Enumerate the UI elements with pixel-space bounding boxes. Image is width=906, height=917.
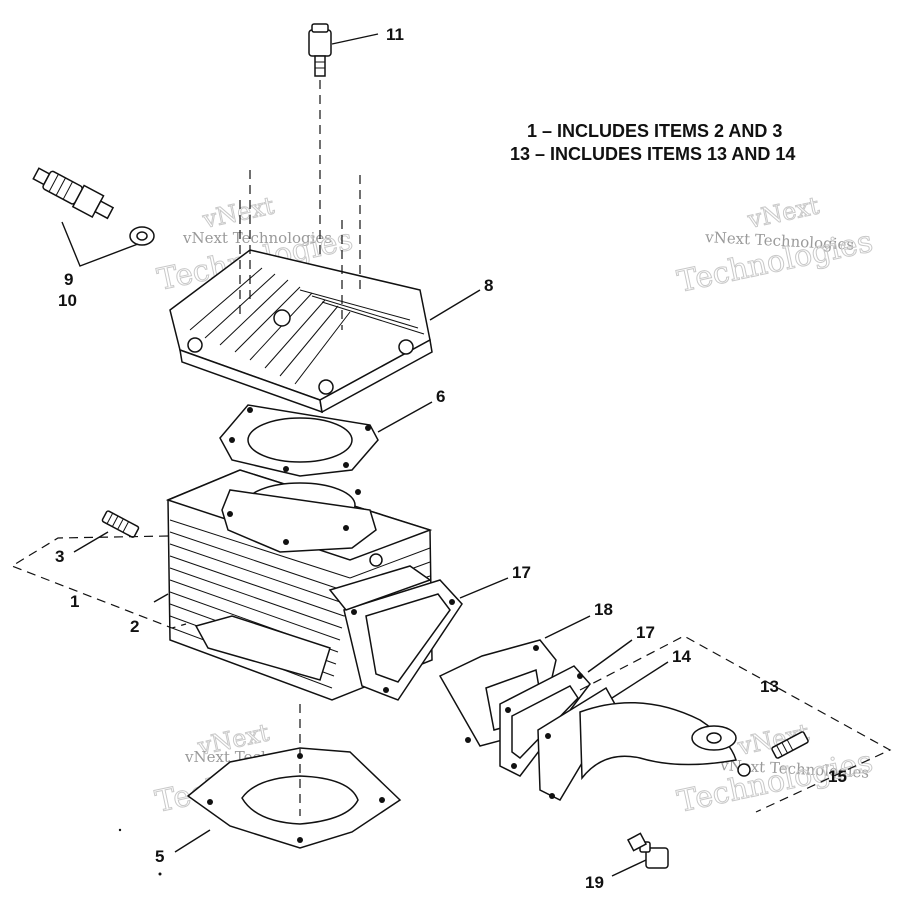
leader-17-lower: [587, 639, 633, 673]
washer-hole: [136, 231, 148, 241]
callout-19: 19: [585, 873, 604, 892]
bracket-item-13: [579, 635, 892, 813]
note-item-13: 13 – INCLUDES ITEMS 13 AND 14: [510, 144, 795, 164]
callout-9: 9: [64, 270, 73, 289]
watermark-text: vNext: [744, 191, 822, 234]
callout-14: 14: [672, 647, 691, 666]
watermark-top-right: vNext vNext Technologies Technologies: [674, 191, 876, 300]
speck: [158, 872, 162, 876]
leader-8: [429, 289, 481, 321]
part-8-cylinder-head: [169, 170, 433, 414]
callout-6: 6: [436, 387, 445, 406]
part-15-stud: [771, 731, 809, 759]
leader-5: [174, 829, 211, 853]
leader-14: [611, 661, 669, 699]
note-item-1: 1 – INCLUDES ITEMS 2 AND 3: [527, 121, 782, 141]
leader-2: [153, 593, 169, 603]
leader-9-10: [61, 221, 139, 267]
callout-13: 13: [760, 677, 779, 696]
part-6-head-gasket: [219, 404, 379, 477]
leader-3: [73, 531, 109, 553]
part-11-bolt: [308, 23, 332, 255]
callout-5: 5: [155, 847, 164, 866]
part-17-gasket-lower: [499, 665, 591, 777]
part-5-base-gasket: [186, 704, 402, 849]
callout-17-lower: 17: [636, 623, 655, 642]
callout-17-upper: 17: [512, 563, 531, 582]
part-3-stud: [101, 510, 140, 538]
leader-17-upper: [459, 577, 509, 599]
leader-18: [544, 615, 591, 639]
leader-19: [611, 859, 647, 877]
leader-11: [331, 33, 379, 45]
part-19-bolt: [626, 832, 669, 869]
callout-1: 1: [70, 592, 79, 611]
callout-15: 15: [828, 767, 847, 786]
bracket-item-1: [10, 535, 187, 629]
callout-3: 3: [55, 547, 64, 566]
callout-18: 18: [594, 600, 613, 619]
part-14-intake-manifold: [537, 686, 751, 801]
callout-11: 11: [386, 25, 404, 44]
callout-10: 10: [58, 291, 77, 310]
watermark-text: vNext: [199, 191, 277, 234]
callout-8: 8: [484, 276, 493, 295]
leader-6: [377, 401, 433, 433]
part-17-gasket-upper: [328, 565, 463, 701]
speck: [118, 828, 122, 832]
watermark-caption: vNext Technologies: [182, 229, 332, 247]
part-9-spark-plug: [32, 167, 115, 220]
callout-2: 2: [130, 617, 139, 636]
